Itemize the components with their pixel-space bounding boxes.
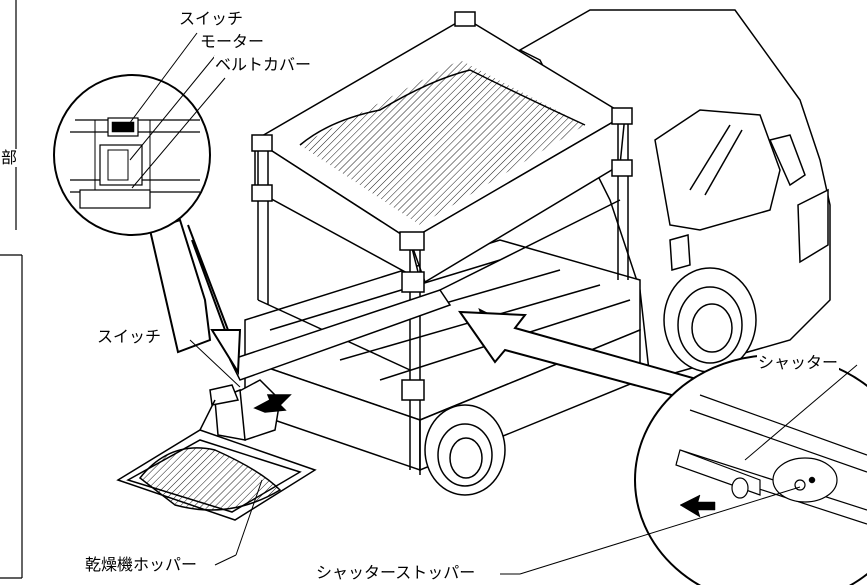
margin-char: 部 xyxy=(0,148,19,167)
shutter-inset xyxy=(634,354,867,585)
page-margin-lines xyxy=(0,0,23,579)
leader-lines xyxy=(125,32,858,575)
shutter-label: シャッター xyxy=(757,353,840,372)
callout-arrows xyxy=(187,224,702,402)
switch-label-top: スイッチ xyxy=(178,9,245,28)
truck-bed xyxy=(244,239,641,496)
hopper-frame xyxy=(251,11,633,475)
belt-cover-label: ベルトカバー xyxy=(214,55,313,74)
discharge-chute xyxy=(209,289,452,441)
motor-label: モーター xyxy=(199,32,266,51)
switch-motor-inset xyxy=(53,74,212,354)
shutter-stopper-label: シャッターストッパー xyxy=(315,563,477,582)
dryer-hopper-label: 乾燥機ホッパー xyxy=(84,555,199,574)
switch-label-main: スイッチ xyxy=(96,327,163,346)
